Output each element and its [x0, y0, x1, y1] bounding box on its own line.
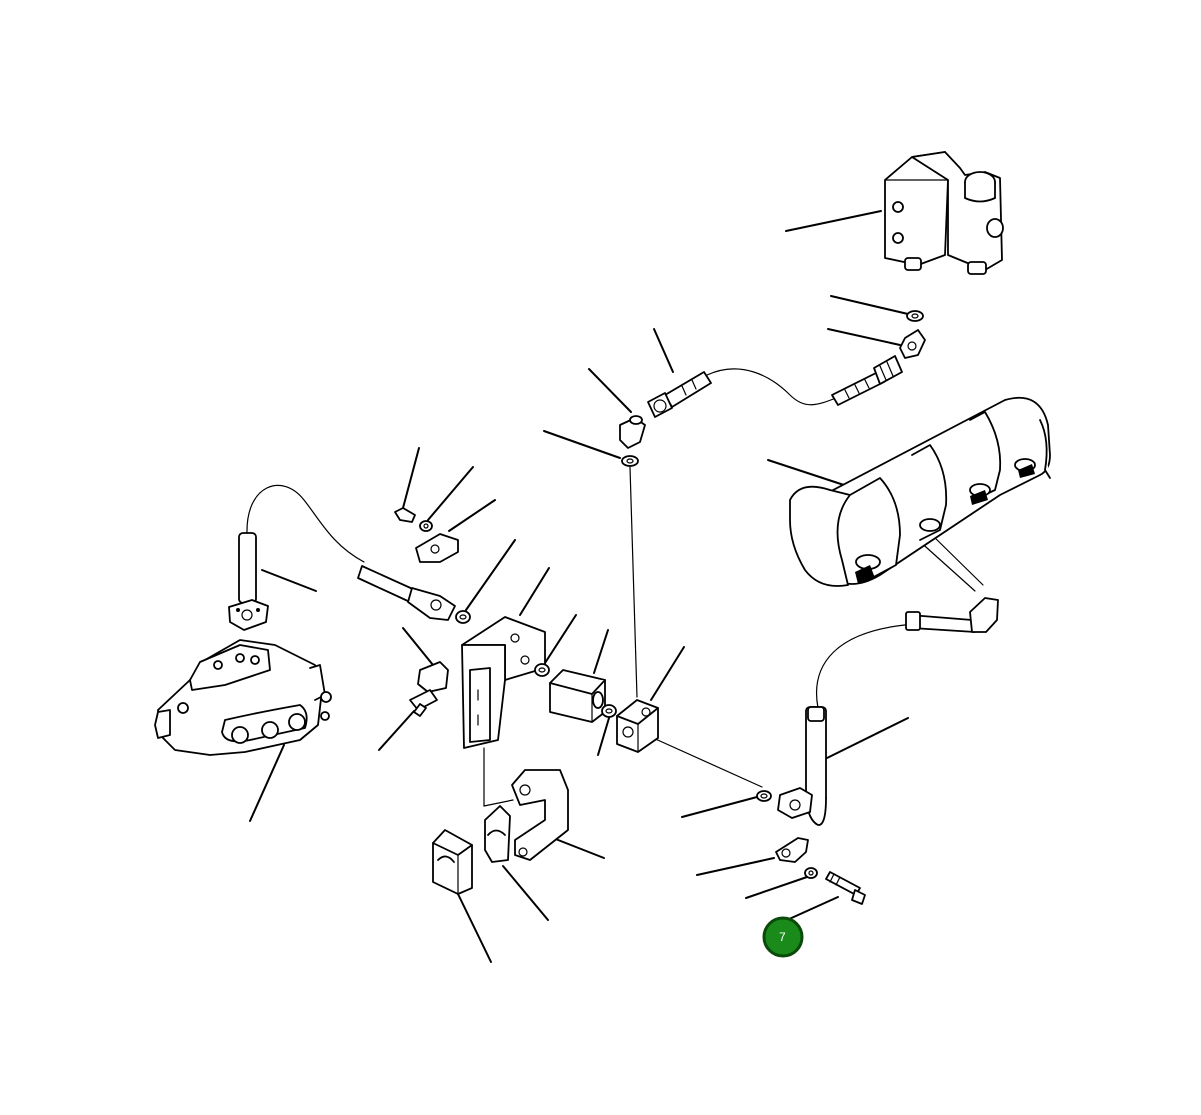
hydraulic-pump — [789, 396, 1051, 587]
callout-badge[interactable]: 7 — [762, 916, 804, 958]
junction-block — [616, 699, 659, 753]
callout-badge-circle — [762, 916, 804, 958]
mounting-bracket — [461, 616, 546, 749]
valve-block — [884, 151, 1004, 275]
bracket-fittings — [409, 661, 550, 717]
left-diagonal-hose — [357, 565, 471, 624]
lower-bracket — [484, 769, 569, 863]
valve-fittings — [899, 310, 926, 359]
hoses — [246, 368, 984, 807]
lower-right-hardware — [775, 837, 866, 905]
pump-outlet-pipe — [905, 597, 999, 633]
clamp-block — [432, 829, 473, 895]
upper-middle-hose — [647, 371, 712, 418]
leader-lines — [249, 210, 909, 963]
left-pipe-flange — [228, 532, 269, 631]
small-filter-block — [549, 669, 617, 723]
upper-left-hardware — [394, 507, 459, 563]
right-pipe-flange — [756, 706, 827, 826]
callout-badge-label: 7 — [779, 930, 786, 944]
upper-hose-assembly — [831, 355, 903, 406]
elbow-fitting — [619, 415, 646, 467]
control-valve — [154, 639, 332, 756]
